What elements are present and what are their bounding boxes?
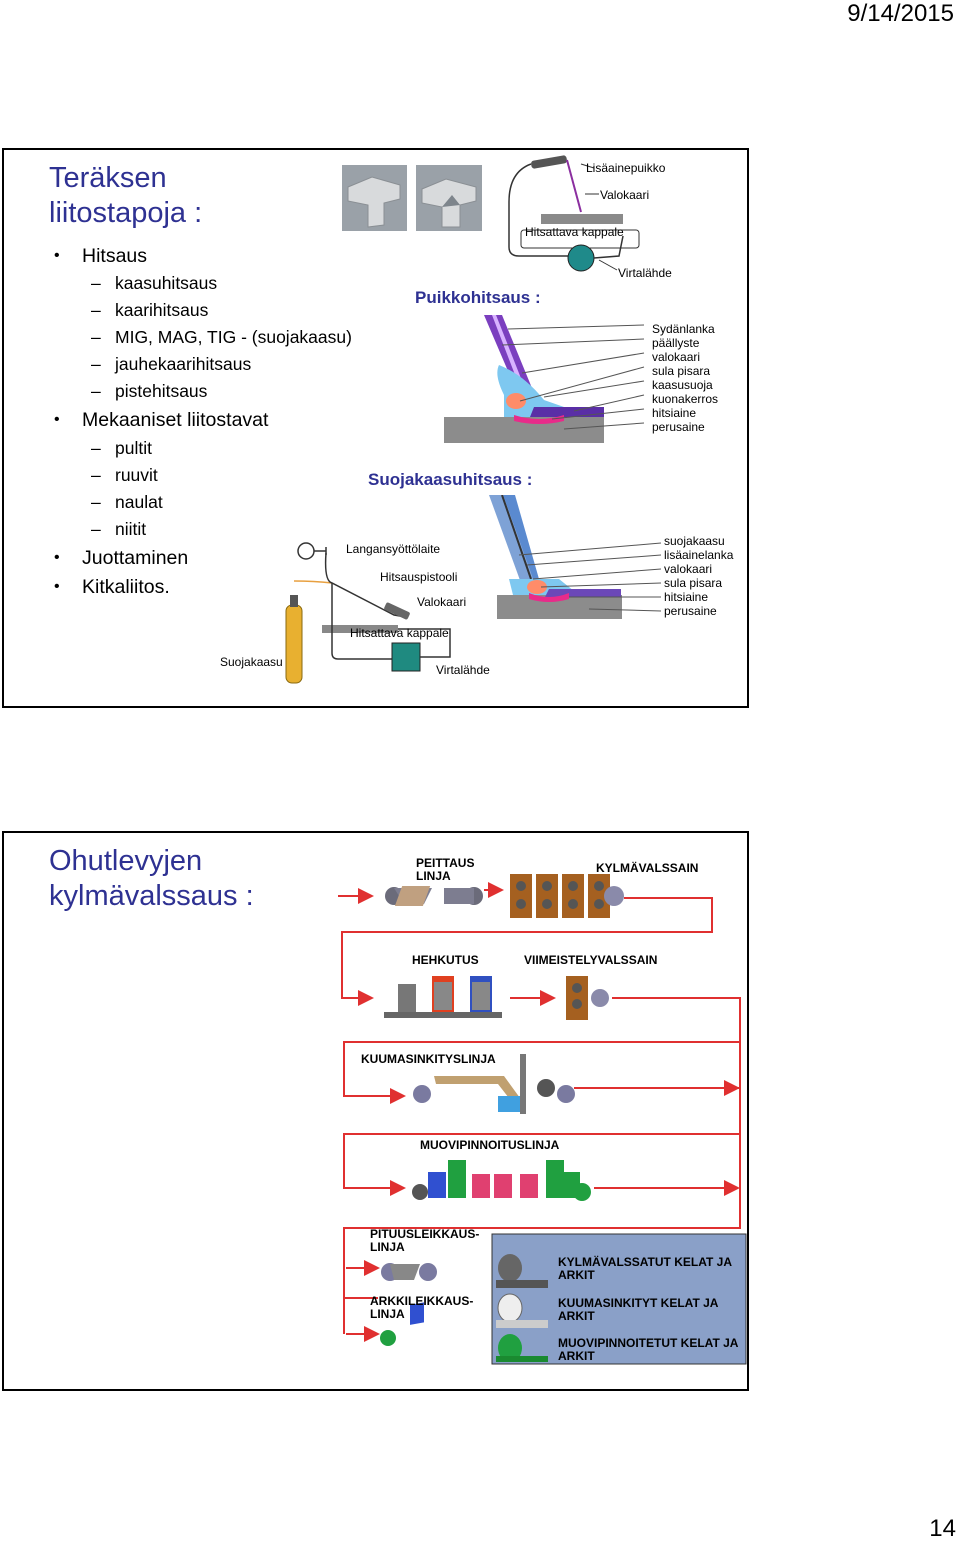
products-panel xyxy=(491,1233,747,1365)
sub-item: ruuvit xyxy=(115,465,158,485)
gas-setup-label: Hitsauspistooli xyxy=(380,570,458,584)
stage-pituusleikkaus: PITUUSLEIKKAUS- LINJA xyxy=(370,1227,480,1254)
gas-detail-label: valokaari xyxy=(664,562,713,576)
stick-heading: Puikkohitsaus : xyxy=(415,288,541,307)
product-label: KUUMASINKITYT KELAT JA ARKIT xyxy=(558,1296,718,1323)
stage-kuumasinkitys: KUUMASINKITYSLINJA xyxy=(361,1052,496,1066)
bullet-dot: • xyxy=(54,247,60,264)
bullet-dot: • xyxy=(54,549,60,566)
sub-item: pultit xyxy=(115,438,152,458)
slide-cold-rolling: Ohutlevyjen kylmävalssaus : xyxy=(2,831,749,1391)
dash: – xyxy=(91,465,101,485)
dash: – xyxy=(91,273,101,293)
dash: – xyxy=(91,300,101,320)
gas-detail-label: perusaine xyxy=(664,604,717,618)
bullet-item: Mekaaniset liitostavat xyxy=(82,409,269,431)
gas-setup-label: Valokaari xyxy=(417,595,467,609)
bullet-dot: • xyxy=(54,578,60,595)
sub-item: jauhekaarihitsaus xyxy=(115,354,252,374)
slide-title-line1: Teräksen xyxy=(49,162,167,194)
slide-title-line2: kylmävalssaus : xyxy=(49,880,254,912)
slide-title-line1: Ohutlevyjen xyxy=(49,845,203,877)
dash: – xyxy=(91,438,101,458)
pickling-line-icon xyxy=(385,886,483,906)
stick-welding-setup xyxy=(508,155,640,272)
dash: – xyxy=(91,327,101,347)
gas-detail-label: sula pisara xyxy=(664,576,723,590)
bullet-dot: • xyxy=(54,411,60,428)
bullet-item: Juottaminen xyxy=(82,547,189,569)
stick-detail-label: päällyste xyxy=(652,336,700,350)
stage-kylmavalssain: KYLMÄVALSSAIN xyxy=(596,861,699,875)
product-label: MUOVIPINNOITETUT KELAT JA ARKIT xyxy=(558,1336,738,1363)
bullet-item: Hitsaus xyxy=(82,245,148,267)
slitting-line-icon xyxy=(381,1263,437,1281)
date: 9/14/2015 xyxy=(847,0,954,27)
sub-item: niitit xyxy=(115,519,147,539)
galvanizing-line-icon xyxy=(413,1054,575,1114)
gas-welding-setup xyxy=(285,542,451,684)
stick-detail-label: sula pisara xyxy=(652,364,711,378)
stick-detail-label: hitsiaine xyxy=(652,406,697,420)
gas-detail-label: hitsiaine xyxy=(664,590,709,604)
gas-setup-label: Suojakaasu xyxy=(220,655,283,669)
stick-label-virtalahde: Virtalähde xyxy=(618,266,672,280)
bullet-item: Kitkaliitos. xyxy=(82,576,170,598)
gas-detail-label: lisäainelanka xyxy=(664,548,734,562)
dash: – xyxy=(91,492,101,512)
page-number: 14 xyxy=(929,1515,956,1542)
stick-weld-cross-section xyxy=(444,315,645,443)
gas-weld-cross-section xyxy=(489,495,662,619)
dash: – xyxy=(91,381,101,401)
slide-welding: Teräksen liitostapoja : • Hitsaus – kaas… xyxy=(2,148,749,708)
cold-rolling-mill-icon xyxy=(510,874,624,918)
gas-setup-label: Hitsattava kappale xyxy=(350,626,449,640)
sub-item: MIG, MAG, TIG - (suojakaasu) xyxy=(115,327,352,347)
stage-peittaus: PEITTAUS LINJA xyxy=(416,856,475,883)
stick-detail-label: kaasusuoja xyxy=(652,378,713,392)
stage-hehkutus: HEHKUTUS xyxy=(412,953,479,967)
cold-rolling-flow-diagram xyxy=(338,874,747,1365)
finishing-mill-icon xyxy=(566,976,609,1020)
sub-item: kaarihitsaus xyxy=(115,300,209,320)
stick-label-hitsattava: Hitsattava kappale xyxy=(525,225,624,239)
stick-label-valokaari: Valokaari xyxy=(600,188,650,202)
annealing-furnace-icon xyxy=(384,976,502,1018)
stick-label-lisaainepuikko: Lisäainepuikko xyxy=(586,161,666,175)
coating-line-icon xyxy=(412,1160,591,1201)
gas-detail-label: suojakaasu xyxy=(664,534,725,548)
stage-arkkileikkaus: ARKKILEIKKAUS- LINJA xyxy=(370,1294,474,1321)
stage-viimeistely: VIIMEISTELYVALSSAIN xyxy=(524,953,658,967)
stick-detail-label: perusaine xyxy=(652,420,705,434)
sub-item: pistehitsaus xyxy=(115,381,208,401)
stick-detail-label: Sydänlanka xyxy=(652,322,715,336)
t-joint-photos xyxy=(342,165,482,231)
stage-muovipinnoitus: MUOVIPINNOITUSLINJA xyxy=(420,1138,560,1152)
product-label: KYLMÄVALSSATUT KELAT JA ARKIT xyxy=(558,1255,732,1282)
gas-heading: Suojakaasuhitsaus : xyxy=(368,470,533,489)
gas-setup-label: Langansyöttölaite xyxy=(346,542,441,556)
bullet-list: • Hitsaus – kaasuhitsaus – kaarihitsaus … xyxy=(4,150,404,610)
gas-setup-label: Virtalähde xyxy=(436,663,490,677)
stick-detail-label: valokaari xyxy=(652,350,701,364)
slide-title-line2: liitostapoja : xyxy=(49,197,203,229)
dash: – xyxy=(91,354,101,374)
sub-item: naulat xyxy=(115,492,163,512)
sub-item: kaasuhitsaus xyxy=(115,273,218,293)
cut-to-length-line-icon xyxy=(380,1302,424,1346)
dash: – xyxy=(91,519,101,539)
stick-detail-label: kuonakerros xyxy=(652,392,719,406)
